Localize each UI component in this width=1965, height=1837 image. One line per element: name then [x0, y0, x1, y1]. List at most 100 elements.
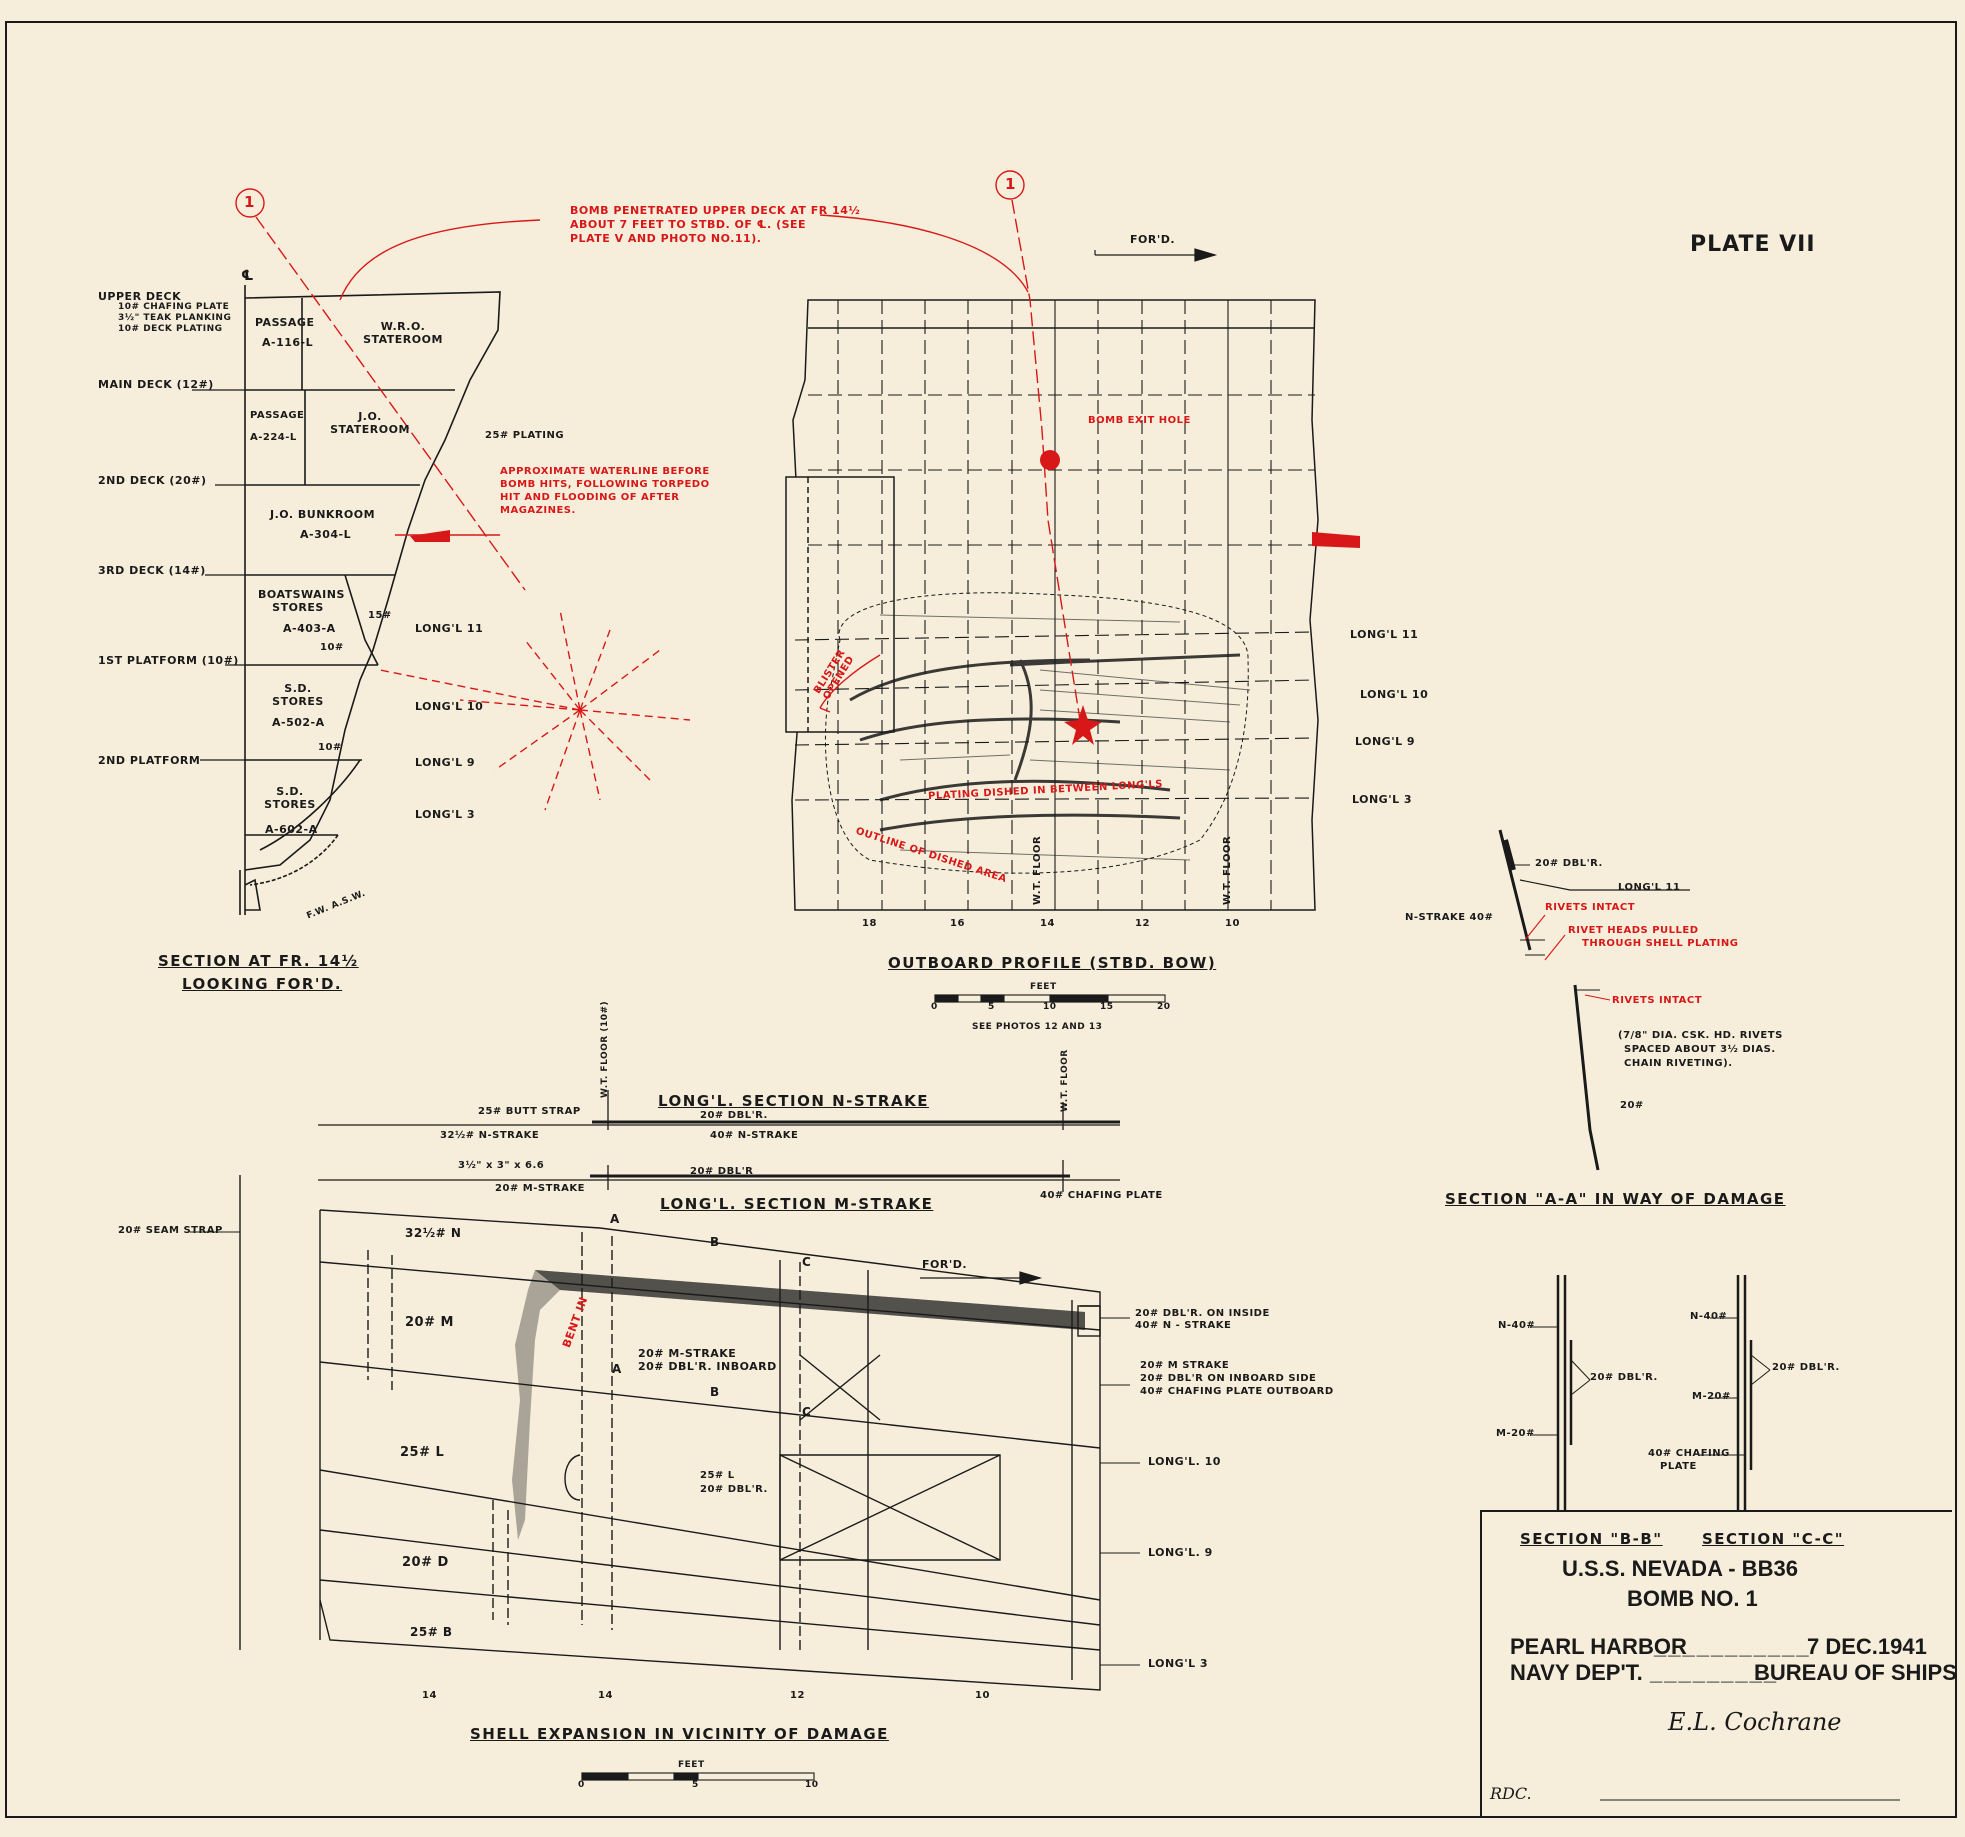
aa-note-2: SPACED ABOUT 3½ DIAS. [1624, 1044, 1776, 1055]
bomb-note-3: PLATE V AND PHOTO NO.11). [570, 232, 762, 245]
profile-scale-15: 15 [1100, 1002, 1114, 1012]
plating-label-25: 25# PLATING [485, 430, 565, 441]
centerline-symbol: ℄ [241, 268, 255, 284]
n-wt-floor-1: W.T. FLOOR (10#) [600, 1000, 610, 1098]
cc-chafing-1: 40# CHAFING [1648, 1448, 1730, 1459]
seam-strap-label: 20# SEAM STRAP [118, 1225, 223, 1236]
waterline-note-2: BOMB HITS, FOLLOWING TORPEDO [500, 479, 710, 490]
room-code-passage-1: A-116-L [262, 336, 314, 349]
longl-sections [318, 1090, 1120, 1192]
m-20-strake: 20# M-STRAKE [495, 1183, 585, 1194]
shell-frame-14b: 14 [598, 1690, 613, 1701]
profile-longl-11: LONG'L 11 [1350, 628, 1419, 641]
waterline-marker-section [410, 530, 450, 542]
bomb-note-1: BOMB PENETRATED UPPER DECK AT FR 14½ [570, 204, 861, 217]
profile-scale-unit: FEET [1030, 982, 1057, 992]
bomb-path-profile [819, 170, 1081, 721]
section-mark-c-bottom: C [802, 1405, 812, 1419]
aa-note-3: CHAIN RIVETING). [1624, 1058, 1733, 1069]
bomb-note-2: ABOUT 7 FEET TO STBD. OF ℄. (SEE [570, 218, 807, 231]
n-dblr: 20# DBL'R. [700, 1110, 768, 1121]
m-dblr: 20# DBL'R [690, 1166, 754, 1177]
upper-deck-note-2: 3½" TEAK PLANKING [118, 313, 232, 323]
rivets-intact-2: RIVETS INTACT [1612, 995, 1703, 1006]
title-block: U.S.S. NEVADA - BB36 BOMB NO. 1 PEARL HA… [1480, 1510, 1957, 1817]
waterline-marker-profile [1312, 532, 1360, 548]
frame-section [239, 285, 501, 915]
room-passage-1: PASSAGE [255, 316, 315, 329]
room-sd-stores-2: S.D. STORES [264, 785, 316, 811]
section-aa-leaders [1510, 864, 1600, 991]
bomb-marker-profile: 1 [1005, 175, 1016, 193]
longl-n-title: LONG'L. SECTION N-STRAKE [658, 1092, 929, 1110]
strake-b: 25# B [410, 1625, 453, 1639]
rivet-heads-pulled-2: THROUGH SHELL PLATING [1582, 938, 1739, 949]
shell-right-note2-2: 20# DBL'R ON INBOARD SIDE [1140, 1373, 1317, 1384]
ford-arrow-profile [1094, 248, 1218, 262]
shell-scale-5: 5 [692, 1780, 699, 1790]
room-code-bunkroom: A-304-L [300, 528, 352, 541]
exit-hole-marker [1040, 450, 1060, 470]
title-bureau: BUREAU OF SHIPS [1754, 1660, 1957, 1685]
shell-title: SHELL EXPANSION IN VICINITY OF DAMAGE [470, 1725, 889, 1743]
cc-n40: N-40# [1690, 1311, 1728, 1322]
waterline-note-4: MAGAZINES. [500, 505, 576, 516]
shell-scale-0: 0 [578, 1780, 585, 1790]
deck-label-2nd: 2ND DECK (20#) [98, 474, 207, 487]
burst-mark [379, 609, 691, 811]
title-bomb: BOMB NO. 1 [1627, 1586, 1758, 1611]
section-bb-title: SECTION "B-B" [1520, 1530, 1663, 1548]
title-dash-1: ___________ [1654, 1634, 1811, 1659]
profile-longl-3: LONG'L 3 [1352, 793, 1413, 806]
section-longl-11: LONG'L 11 [415, 622, 484, 635]
outboard-grid [794, 300, 1316, 910]
shell-right-note2-3: 40# CHAFING PLATE OUTBOARD [1140, 1386, 1334, 1397]
photos-note: SEE PHOTOS 12 AND 13 [972, 1022, 1103, 1032]
room-code-sd-1: A-502-A [272, 716, 325, 729]
section-bb-cc [1556, 1275, 1753, 1510]
damage-hatch [512, 1270, 1085, 1540]
shell-ford-label: FOR'D. [922, 1258, 968, 1271]
room-boatswains-stores: BOATSWAINS STORES [258, 588, 345, 614]
section-fr-title-1: SECTION AT FR. 14½ [158, 952, 359, 970]
section-mark-c-top: C [802, 1255, 812, 1269]
profile-frame-14: 14 [1040, 918, 1055, 929]
bb-m20: M-20# [1496, 1428, 1535, 1439]
shell-longl-leaders [190, 1231, 1140, 1666]
cc-chafing-2: PLATE [1660, 1461, 1697, 1472]
title-signature: E.L. Cochrane [1668, 1708, 1842, 1736]
section-mark-a-bottom: A [612, 1362, 622, 1376]
shell-frame-14a: 14 [422, 1690, 437, 1701]
l-note-1: 25# L [700, 1470, 735, 1481]
n-40-strake: 40# N-STRAKE [710, 1130, 799, 1141]
shell-longl-9: LONG'L. 9 [1148, 1546, 1213, 1559]
section-aa-title: SECTION "A-A" IN WAY OF DAMAGE [1445, 1190, 1786, 1208]
section-fr-title-2: LOOKING FOR'D. [182, 975, 343, 993]
room-wro-stateroom: W.R.O. STATEROOM [363, 320, 443, 346]
bomb-marker-section: 1 [244, 193, 255, 211]
upper-deck-note-3: 10# DECK PLATING [118, 324, 223, 334]
strake-m: 20# M [405, 1315, 454, 1330]
shell-right-note2-1: 20# M STRAKE [1140, 1360, 1230, 1371]
room-code-sd-2: A-602-A [265, 823, 318, 836]
title-dept: NAVY DEP'T. [1510, 1660, 1643, 1685]
title-location: PEARL HARBOR [1510, 1634, 1687, 1659]
profile-scale-20: 20 [1157, 1002, 1171, 1012]
title-initials: RDC. [1490, 1784, 1532, 1803]
cc-dblr: 20# DBL'R. [1772, 1362, 1840, 1373]
aa-note-1: (7/8" DIA. CSK. HD. RIVETS [1618, 1030, 1783, 1041]
room-jo-bunkroom: J.O. BUNKROOM [270, 508, 376, 521]
aa-20-label: 20# [1620, 1100, 1644, 1111]
cc-m20: M-20# [1692, 1391, 1731, 1402]
inboard-note-1: 20# M-STRAKE [638, 1347, 737, 1360]
section-bb-cc-leaders [1530, 1317, 1771, 1456]
waterline-note-1: APPROXIMATE WATERLINE BEFORE [500, 466, 710, 477]
deck-label-2nd-platform: 2ND PLATFORM [98, 754, 201, 767]
deck-label-upper: UPPER DECK [98, 290, 182, 303]
bb-dblr: 20# DBL'R. [1590, 1372, 1658, 1383]
shell-longl-10: LONG'L. 10 [1148, 1455, 1221, 1468]
section-aa-red-leaders [1524, 914, 1611, 1001]
room-sd-stores-1: S.D. STORES [272, 682, 324, 708]
